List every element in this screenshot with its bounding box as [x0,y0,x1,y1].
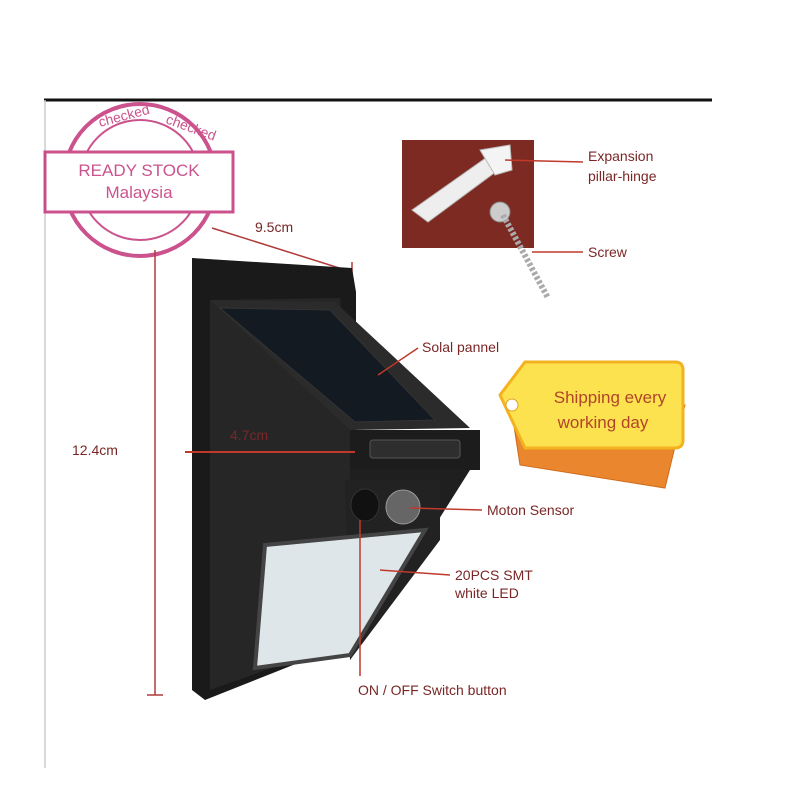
depth-dimension: 4.7cm [230,427,268,443]
stamp-line1: READY STOCK [78,161,200,180]
led-leader-line [379,569,451,576]
expansion-leader-line [504,159,584,163]
stamp-line2: Malaysia [105,183,173,202]
motion-sensor-label: Moton Sensor [487,502,574,518]
led-label-line2: white LED [454,585,519,601]
screw-label: Screw [588,244,628,260]
tag-line1: Shipping every [554,388,667,407]
stamp-ring-text-2: checked [164,111,218,144]
solar-lamp-image [192,258,480,700]
height-dimension: 12.4cm [72,442,118,458]
expansion-label: Expansion [588,148,653,164]
sensor-leader-line [409,507,483,511]
solar-panel-label: Solal pannel [422,339,499,355]
solar-leader-line [377,347,419,376]
expansion-label-line2: pillar-hinge [588,168,657,184]
ready-stock-stamp: checked checked READY STOCK Malaysia [43,101,235,258]
switch-label: ON / OFF Switch button [358,682,507,698]
width-dimension: 9.5cm [255,219,293,235]
led-label-line1: 20PCS SMT [455,567,533,583]
width-dimension-line [211,227,353,273]
accessories-image [402,140,551,300]
tag-line2: working day [557,413,649,432]
shipping-tag: Shipping every working day [498,360,686,489]
